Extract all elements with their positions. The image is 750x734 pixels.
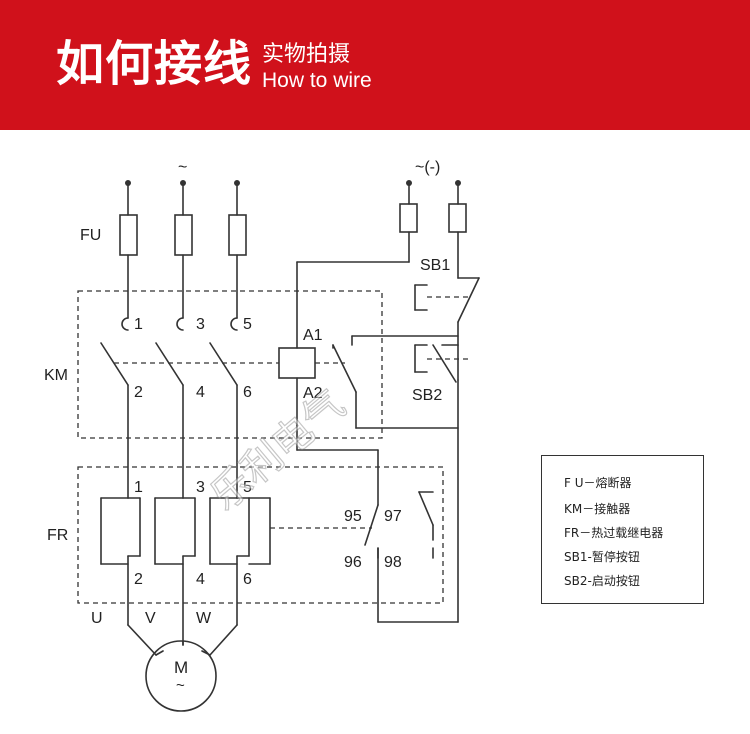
control-circuit-wires [296,182,480,623]
label-contact-97: 97 [384,508,402,525]
label-km-t1: 1 [134,316,143,333]
label-u: U [91,610,103,627]
page-title: 如何接线 [56,36,253,92]
label-supply-ctrl: ~(-) [415,159,440,176]
legend-item-km: KM－接触器 [564,502,631,516]
label-km-t5: 5 [243,316,252,333]
label-fr-t2: 2 [134,571,143,588]
page-subtitle-en: How to wire [262,69,372,92]
km-contact-arcs [121,317,238,331]
km-coil [278,347,316,379]
legend-box: F U－熔断器 KM－接触器 FR－热过载继电器 SB1-暂停按钮 SB2-启动… [541,455,704,604]
label-v: V [145,610,156,627]
label-contact-95: 95 [344,508,362,525]
phase-l1-wire [127,182,157,656]
label-a1: A1 [303,327,323,344]
label-km-t2: 2 [134,384,143,401]
label-km-t3: 3 [196,316,205,333]
label-fr-t4: 4 [196,571,205,588]
motor-symbol [145,640,217,712]
label-w: W [196,610,212,627]
legend-item-fu: F U－熔断器 [564,476,632,490]
label-contact-96: 96 [344,554,362,571]
label-fr-t1: 1 [134,479,143,496]
km-dashed-box [77,290,383,439]
km-main-contacts [100,342,238,386]
fuse-symbols [119,203,467,256]
phase-l2-wire [182,182,196,646]
label-fr: FR [47,527,68,544]
label-fr-t3: 3 [196,479,205,496]
legend-item-sb2: SB2-启动按钮 [564,574,640,588]
header-banner: 如何接线 实物拍摄 How to wire [0,0,750,130]
label-sb2: SB2 [412,387,442,404]
label-km: KM [44,367,68,384]
label-sb1: SB1 [420,257,450,274]
label-fr-t6: 6 [243,571,252,588]
legend-item-fr: FR－热过载继电器 [564,526,664,540]
label-fu: FU [80,227,101,244]
label-km-t4: 4 [196,384,205,401]
motor-ac-symbol: ~ [176,677,185,694]
phase-l3-wire [209,182,250,656]
label-supply-ac: ~ [178,159,187,176]
label-contact-98: 98 [384,554,402,571]
terminal-dots [125,180,461,186]
fr-dashed-box [77,466,444,604]
label-km-t6: 6 [243,384,252,401]
legend-item-sb1: SB1-暂停按钮 [564,550,640,564]
fr-heater-elements [100,497,271,565]
motor-label: M [174,658,188,677]
page-subtitle-cn: 实物拍摄 [262,42,351,67]
label-a2: A2 [303,385,323,402]
label-fr-t5: 5 [243,479,252,496]
pushbutton-symbols [414,284,457,383]
